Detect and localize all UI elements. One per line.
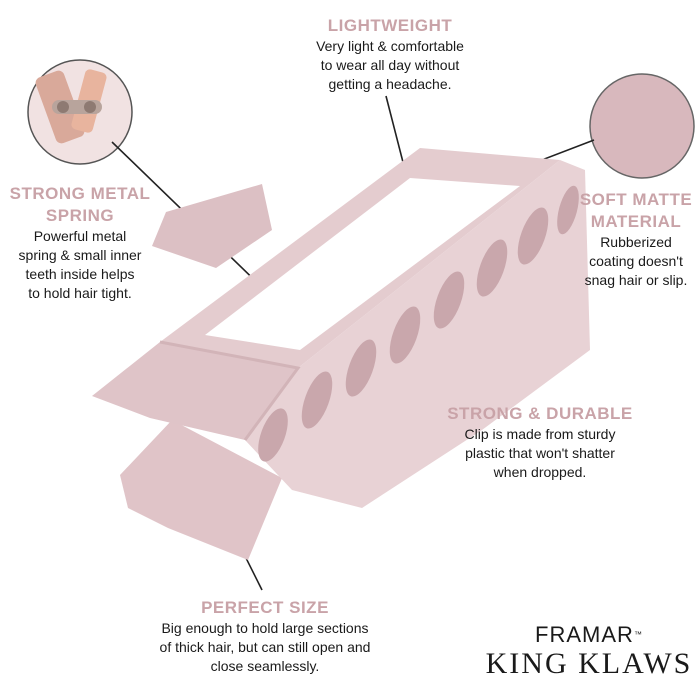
brand-logo: FRAMAR™ KING KLAWS (478, 623, 700, 681)
brand-company: FRAMAR™ (535, 622, 643, 647)
spring-closeup-icon (27, 59, 133, 165)
callout-description: Powerful metal spring & small inner teet… (18, 228, 142, 301)
callout-heading: PERFECT SIZE (201, 598, 329, 617)
callout-description: Very light & comfortable to wear all day… (316, 38, 464, 92)
callout-description: Clip is made from sturdy plastic that wo… (464, 426, 616, 480)
trademark-symbol: ™ (633, 630, 643, 639)
callout-description: Rubberized coating doesn't snag hair or … (584, 234, 688, 288)
matte-swatch-icon (589, 73, 695, 179)
callout-spring: STRONG METAL SPRING Powerful metal sprin… (0, 183, 160, 303)
callout-description: Big enough to hold large sections of thi… (159, 620, 371, 674)
callout-lightweight: LIGHTWEIGHT Very light & comfortable to … (270, 15, 510, 94)
callout-heading: SOFT MATTE MATERIAL (579, 190, 693, 231)
callout-heading: STRONG METAL SPRING (9, 184, 151, 225)
brand-product-name: KING KLAWS (485, 647, 693, 680)
callout-durable: STRONG & DURABLE Clip is made from sturd… (430, 403, 650, 482)
callout-heading: LIGHTWEIGHT (327, 16, 453, 35)
callout-matte: SOFT MATTE MATERIAL Rubberized coating d… (572, 189, 700, 290)
callout-size: PERFECT SIZE Big enough to hold large se… (130, 597, 400, 676)
claw-clip (92, 148, 590, 560)
callout-heading: STRONG & DURABLE (447, 404, 633, 423)
